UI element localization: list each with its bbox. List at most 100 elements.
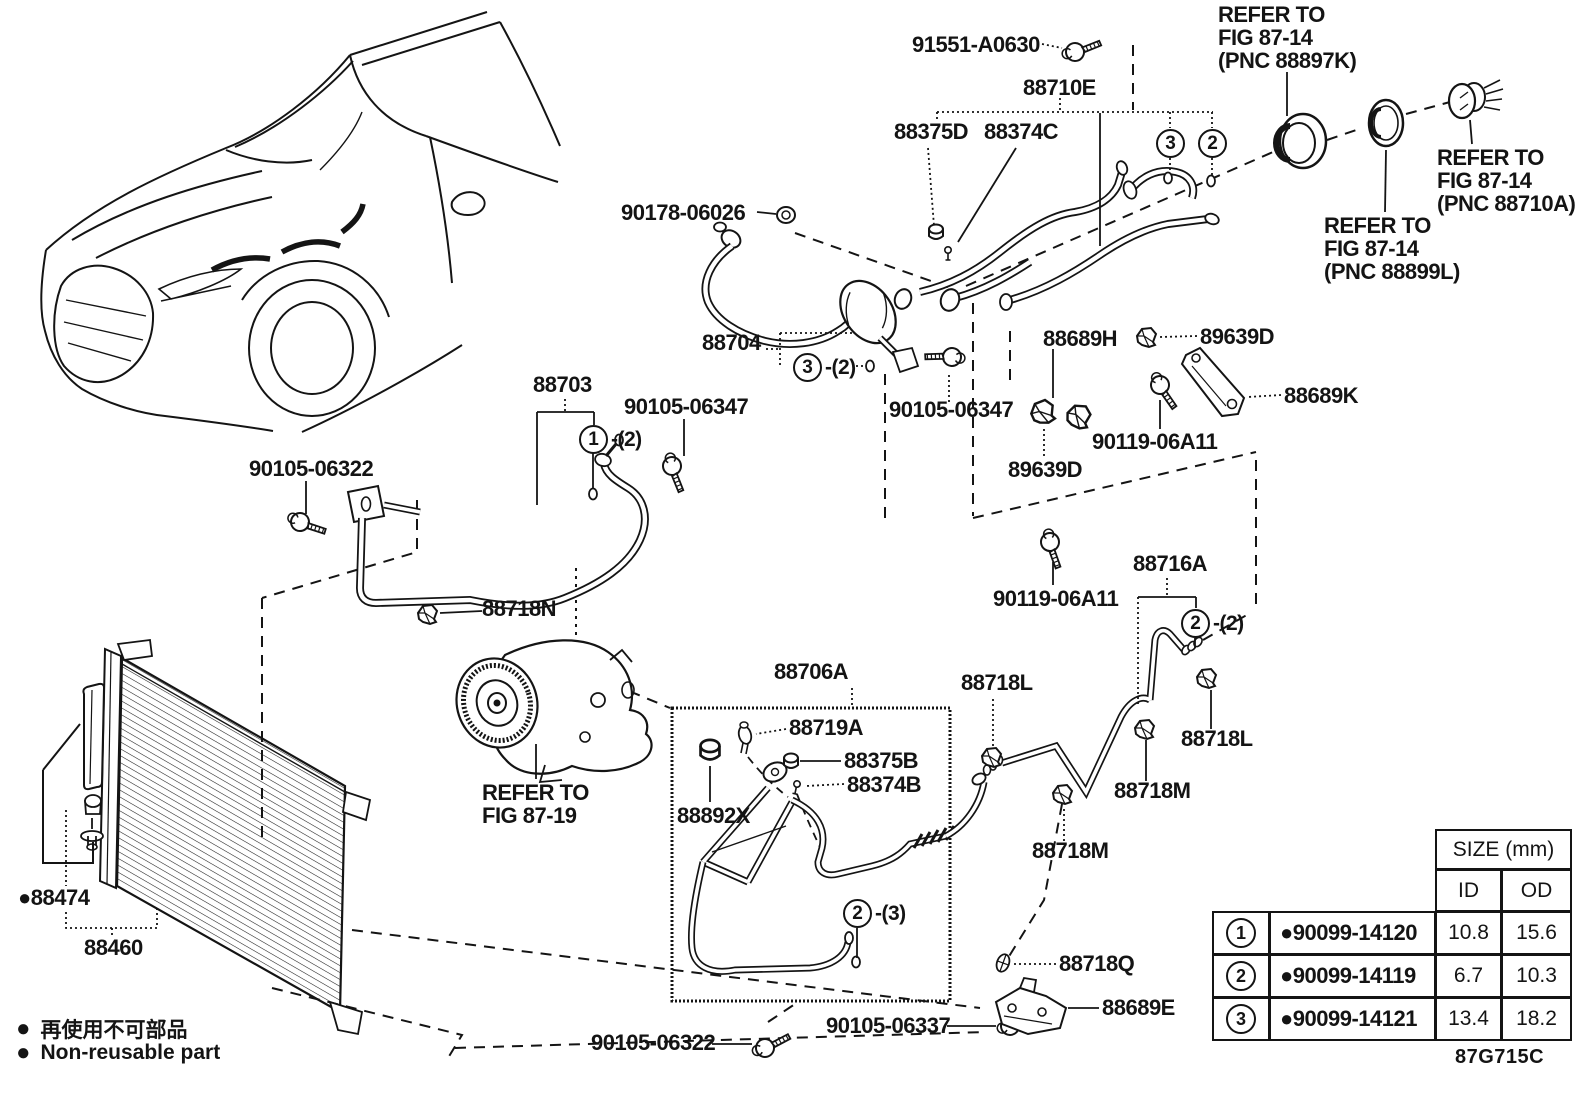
callout-number: 2 xyxy=(843,899,872,928)
part-label-88375B: 88375B xyxy=(844,748,919,773)
valve-88374C-icon xyxy=(943,246,953,261)
clip-88718Q-icon xyxy=(995,953,1011,973)
callout-number: 3 xyxy=(1226,1004,1256,1034)
callout-3-88704: 3 -(2) xyxy=(793,353,856,382)
callout-2-88706: 2 -(3) xyxy=(843,899,906,928)
part-label-88719A: 88719A xyxy=(789,715,864,740)
box-88706A-drawing xyxy=(670,706,988,1003)
part-label-88718M-bottom: 88718M xyxy=(1032,838,1109,863)
part-label-88374B: 88374B xyxy=(847,772,922,797)
valve-88374B-icon xyxy=(790,779,802,796)
clip-88719A-icon xyxy=(737,721,753,755)
cap-88375B-icon xyxy=(783,752,799,769)
diagram-code: 87G715C xyxy=(1455,1046,1545,1068)
bolt-90119-top-icon xyxy=(1145,368,1181,415)
bolt-91551-icon xyxy=(1059,36,1105,65)
callout-qty: -(2) xyxy=(825,355,856,379)
bolt-90105-06322-bottom-icon xyxy=(748,1030,795,1062)
callout-3-top: 3 xyxy=(1156,129,1185,158)
callout-2-top: 2 xyxy=(1198,129,1227,158)
ring-seal-icon xyxy=(1367,98,1405,148)
callout-number: 3 xyxy=(793,353,822,382)
table-row-callout: 2 xyxy=(1212,954,1270,998)
grommet-icon xyxy=(1273,112,1328,170)
table-row-od: 10.3 xyxy=(1501,954,1572,998)
car-outline-drawing xyxy=(40,11,561,433)
part-label-90105-06322-bottom: 90105-06322 xyxy=(591,1030,716,1055)
clamp-88718L-left-icon xyxy=(981,747,1002,768)
part-label-88374C: 88374C xyxy=(984,119,1059,144)
compressor-drawing xyxy=(455,639,653,784)
part-label-88718N: 88718N xyxy=(482,596,557,621)
refer-note-88710A: REFER TO FIG 87-14 (PNC 88710A) xyxy=(1437,145,1576,216)
table-row-part: ●90099-14119 xyxy=(1269,954,1436,998)
part-label-88703: 88703 xyxy=(533,372,592,397)
part-label-88460: 88460 xyxy=(84,935,143,960)
bracket-icons xyxy=(994,346,1246,1036)
table-row-id: 13.4 xyxy=(1435,997,1502,1041)
callout-number: 2 xyxy=(1198,129,1227,158)
receiver-drier-parts-drawing xyxy=(42,682,158,936)
clamp-88718N-icon xyxy=(417,604,438,625)
table-row-callout: 1 xyxy=(1212,911,1270,955)
cap-88375D-icon xyxy=(928,223,944,240)
construction-lines xyxy=(261,45,1451,1059)
clamp-88689H-icon xyxy=(1027,397,1058,428)
leader-lines xyxy=(305,43,1473,1045)
table-row-od: 15.6 xyxy=(1501,911,1572,955)
part-label-90105-06347-left: 90105-06347 xyxy=(624,394,749,419)
callout-qty: -(3) xyxy=(875,901,906,925)
cap-seal-icon xyxy=(1447,79,1504,120)
part-label-90119-06A11-top: 90119-06A11 xyxy=(1092,429,1218,454)
bracket-88689E-icon xyxy=(994,976,1068,1036)
legend-text-jp: 再使用不可部品 xyxy=(40,1019,188,1042)
part-label-88474: ●88474 xyxy=(18,885,90,910)
size-table-header: SIZE (mm) xyxy=(1435,829,1572,870)
part-label-88718Q: 88718Q xyxy=(1059,951,1135,976)
table-row-part: ●90099-14120 xyxy=(1269,911,1436,955)
bolt-90105-06347-right-icon xyxy=(923,343,968,369)
nut-90178-icon xyxy=(776,206,796,224)
callout-qty: -(2) xyxy=(611,427,642,451)
refer-note-fig-87-19: REFER TO FIG 87-19 xyxy=(482,780,589,828)
seal-parts-drawing xyxy=(1273,79,1504,170)
part-label-88718M-top: 88718M xyxy=(1114,778,1191,803)
pipe-88716A-drawing xyxy=(971,627,1203,800)
callout-number: 1 xyxy=(579,425,608,454)
part-label-88718L-right: 88718L xyxy=(1181,726,1253,751)
part-label-88706A: 88706A xyxy=(774,659,849,684)
part-label-88689K: 88689K xyxy=(1284,383,1359,408)
part-label-90105-06322-top: 90105-06322 xyxy=(249,456,374,481)
callout-2-88716: 2 -(2) xyxy=(1181,609,1244,638)
clamp-88718M-top-icon xyxy=(1134,719,1155,740)
part-label-89639D-bottom: 89639D xyxy=(1008,457,1083,482)
part-label-91551-A0630: 91551-A0630 xyxy=(912,32,1040,57)
hose-88704-drawing xyxy=(701,221,1033,374)
fastener-icons xyxy=(283,36,1217,1062)
part-label-88716A: 88716A xyxy=(1133,551,1208,576)
clamp-89639D-top-icon xyxy=(1136,327,1157,348)
hose-88703-drawing xyxy=(346,433,649,610)
size-table-col-id: ID xyxy=(1435,869,1502,912)
part-label-90119-06A11-bottom: 90119-06A11 xyxy=(993,586,1119,611)
part-label-88718L-left: 88718L xyxy=(961,670,1033,695)
part-label-88689E: 88689E xyxy=(1102,995,1175,1020)
table-row-part: ●90099-14121 xyxy=(1269,997,1436,1041)
table-row-callout: 3 xyxy=(1212,997,1270,1041)
part-label-88892X: 88892X xyxy=(677,803,750,828)
nut-88704-icon xyxy=(865,359,875,373)
non-reusable-dot-icon: ● xyxy=(16,1015,31,1042)
part-label-88375D: 88375D xyxy=(894,119,969,144)
clamp-88718M-bottom-icon xyxy=(1052,784,1073,805)
callout-number: 2 xyxy=(1226,961,1256,991)
clamp-88718L-right-icon xyxy=(1196,668,1217,689)
refer-note-88899L: REFER TO FIG 87-14 (PNC 88899L) xyxy=(1324,213,1460,284)
part-label-90105-06337: 90105-06337 xyxy=(826,1013,951,1038)
part-label-90105-06347-right: 90105-06347 xyxy=(889,397,1014,422)
bracket-88689K-icon xyxy=(1180,346,1246,418)
drier-cap-icon xyxy=(84,794,102,815)
legend-text-en: Non-reusable part xyxy=(40,1041,221,1064)
legend-non-reusable-en: ● Non-reusable part xyxy=(16,1041,220,1065)
